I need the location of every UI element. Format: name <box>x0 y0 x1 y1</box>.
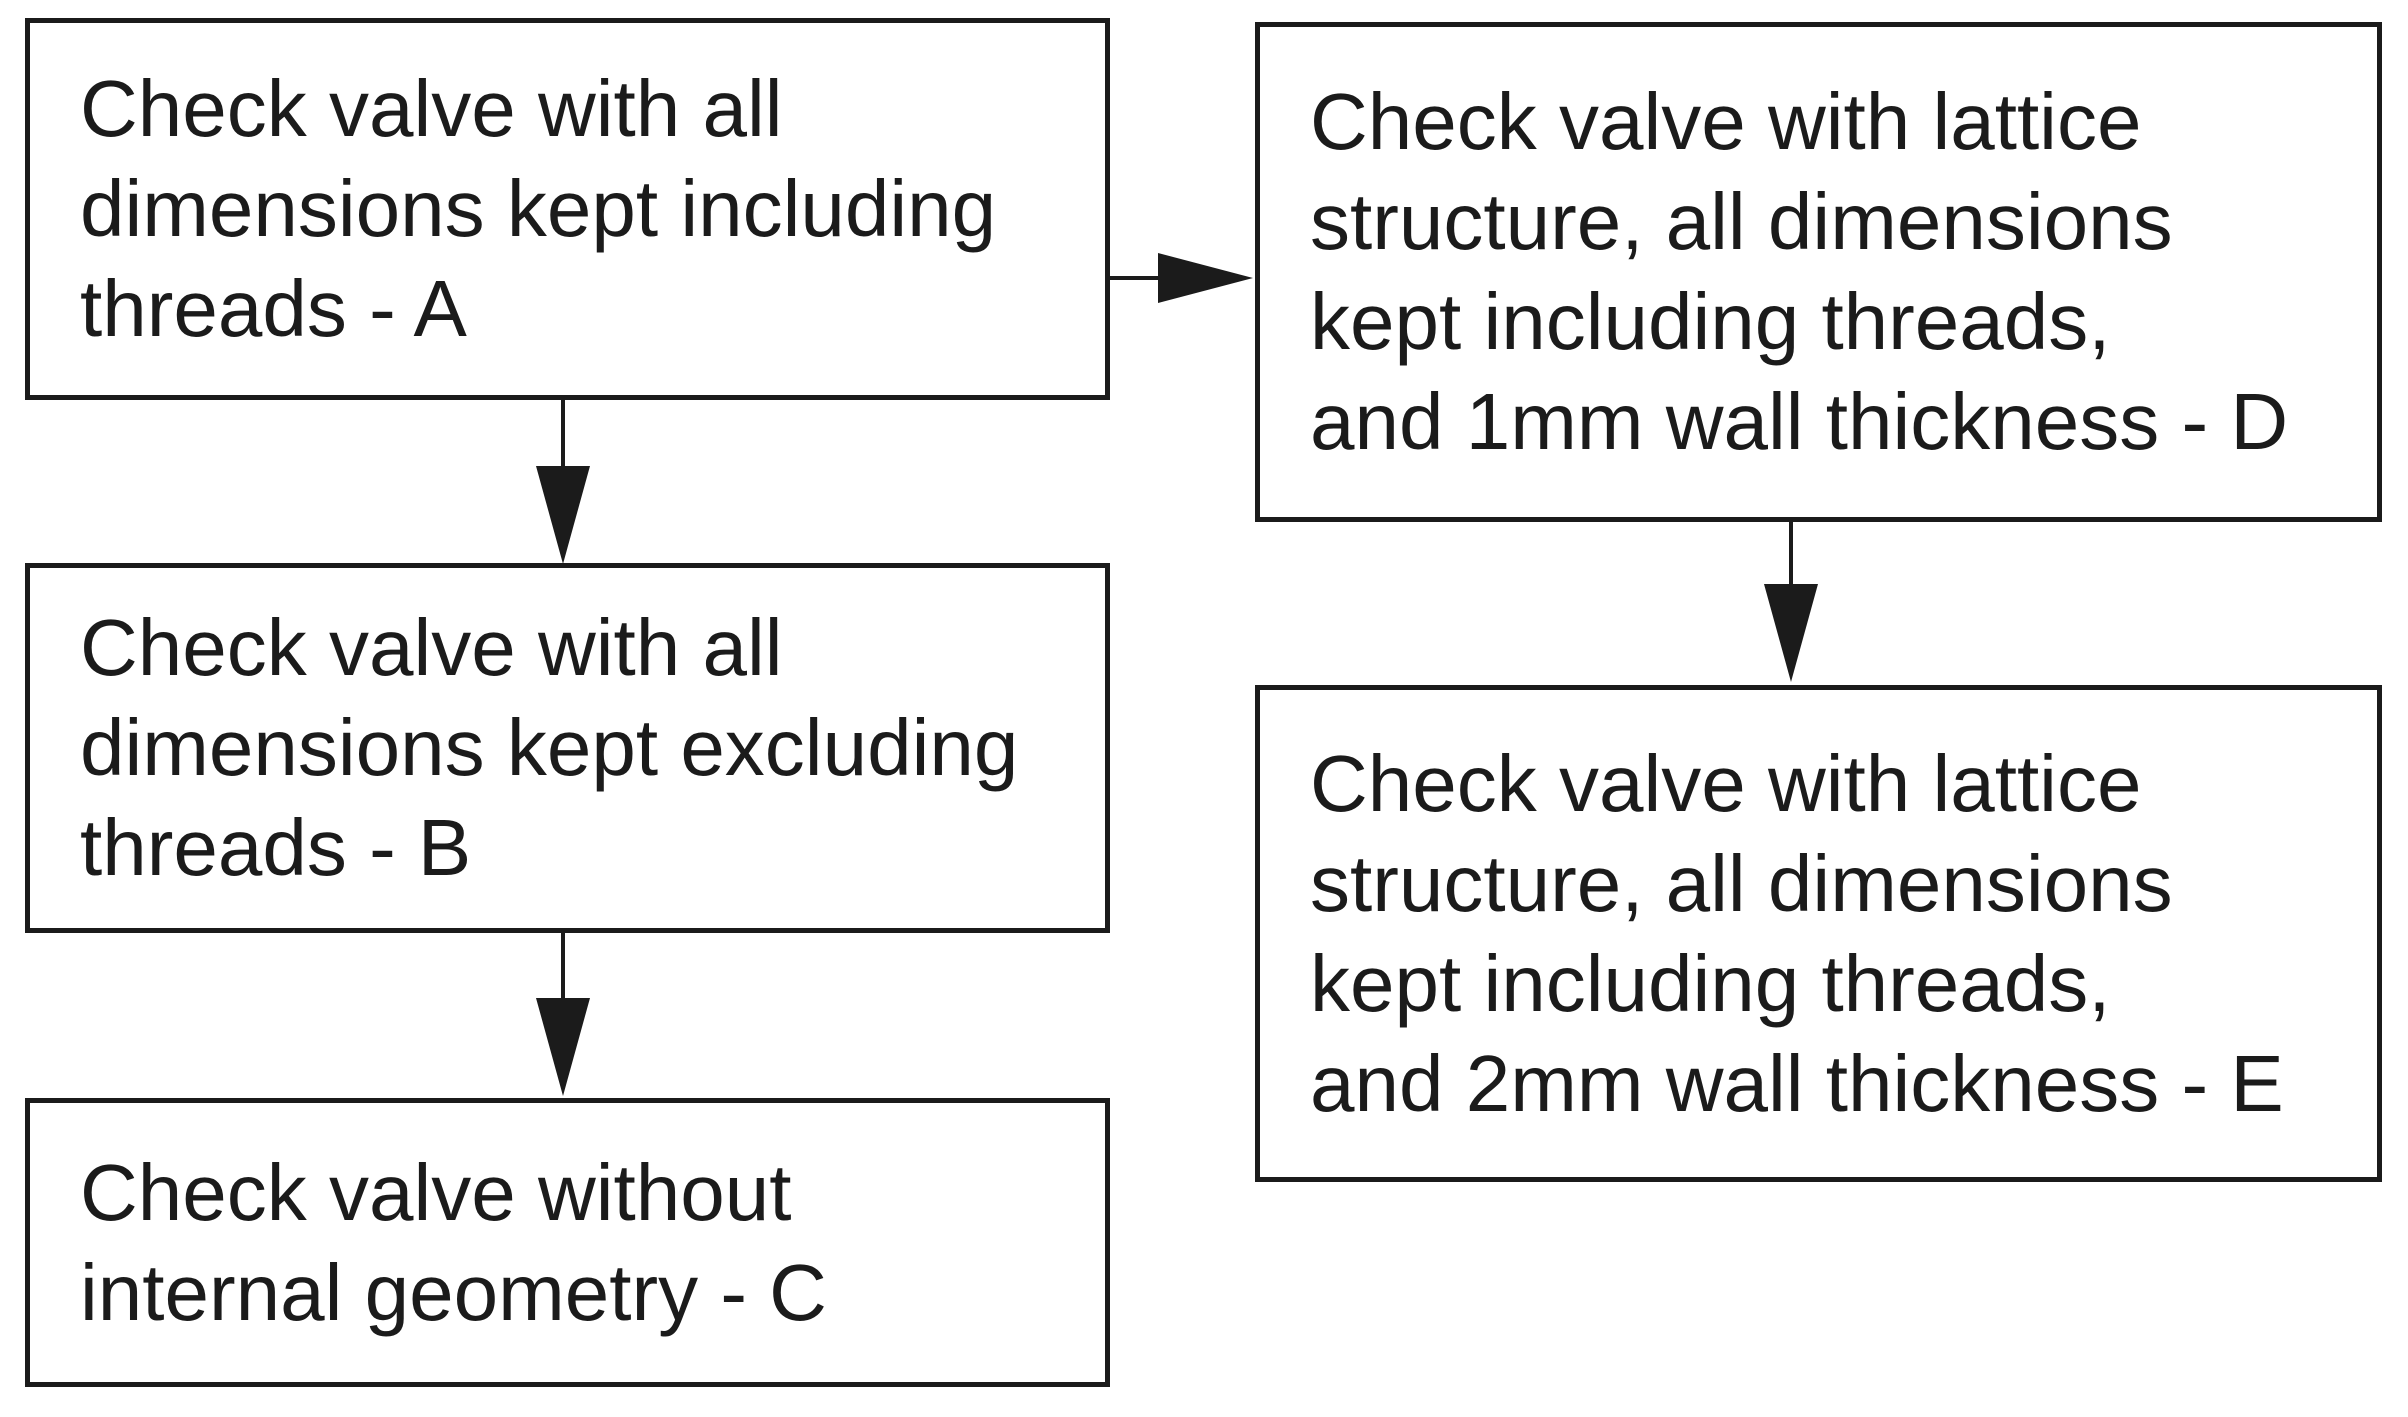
node-d-label-line: kept including threads, <box>1310 277 2111 366</box>
node-d-label-line: structure, all dimensions <box>1310 177 2173 266</box>
node-a-label-line: dimensions kept including <box>80 164 997 253</box>
node-e-label-line: and 2mm wall thickness - E <box>1310 1038 2284 1128</box>
node-e-label-line: Check valve with lattice <box>1310 738 2142 828</box>
node-a-label-line: threads - A <box>80 264 467 353</box>
arrow-d-to-e-line <box>1789 520 1793 585</box>
node-d: Check valve with lattice structure, all … <box>1255 22 2382 522</box>
node-c-label-line: Check valve without <box>80 1147 792 1237</box>
node-b-label-line: threads - B <box>80 803 472 892</box>
arrowhead-down-icon <box>536 466 590 564</box>
node-a-label-line: Check valve with all <box>80 64 783 153</box>
node-c: Check valve without internal geometry - … <box>25 1098 1110 1387</box>
arrowhead-right-icon <box>1158 253 1253 303</box>
node-e-label-line: kept including threads, <box>1310 938 2111 1028</box>
arrowhead-down-icon <box>1764 584 1818 682</box>
node-d-label-line: Check valve with lattice <box>1310 77 2142 166</box>
arrow-b-to-c-line <box>561 931 565 999</box>
node-b: Check valve with all dimensions kept exc… <box>25 563 1110 933</box>
node-c-label-line: internal geometry - C <box>80 1247 827 1337</box>
arrowhead-down-icon <box>536 998 590 1096</box>
arrow-a-to-d-line <box>1108 276 1160 280</box>
node-a: Check valve with all dimensions kept inc… <box>25 18 1110 400</box>
arrow-a-to-b-line <box>561 398 565 468</box>
node-d-label-line: and 1mm wall thickness - D <box>1310 377 2289 466</box>
node-e-label-line: structure, all dimensions <box>1310 838 2173 928</box>
node-b-label-line: Check valve with all <box>80 603 783 692</box>
node-e: Check valve with lattice structure, all … <box>1255 685 2382 1182</box>
node-b-label-line: dimensions kept excluding <box>80 703 1019 792</box>
